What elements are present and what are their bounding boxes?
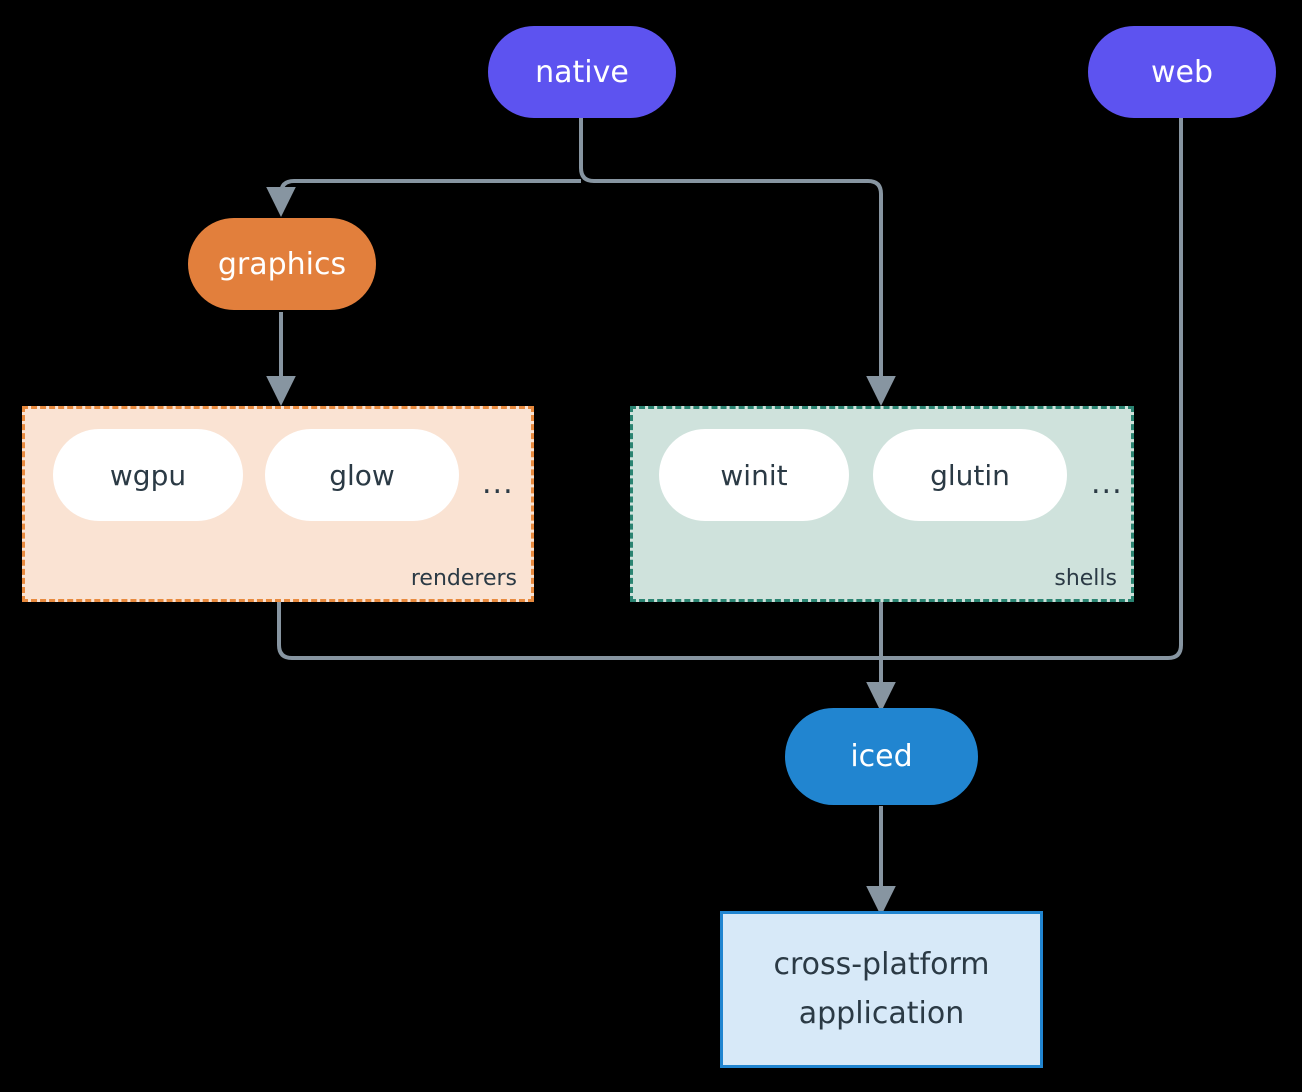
leaf-winit-label: winit (720, 458, 788, 492)
node-iced[interactable]: iced (785, 708, 978, 805)
application-label-line1: cross-platform (773, 946, 990, 982)
node-application[interactable]: cross-platform application (720, 911, 1043, 1068)
node-graphics[interactable]: graphics (188, 218, 376, 310)
node-native[interactable]: native (488, 26, 676, 118)
leaf-glutin-label: glutin (930, 458, 1010, 492)
leaf-glutin[interactable]: glutin (873, 429, 1067, 521)
leaf-glow[interactable]: glow (265, 429, 459, 521)
edge-renderers-to-iced (277, 602, 881, 660)
node-native-label: native (535, 54, 629, 90)
edge-native-bus (579, 118, 896, 406)
leaf-winit[interactable]: winit (659, 429, 849, 521)
renderers-overflow-ellipsis: ... (482, 466, 514, 501)
group-shells-label: shells (1054, 566, 1117, 591)
leaf-wgpu[interactable]: wgpu (53, 429, 243, 521)
leaf-glow-label: glow (329, 458, 395, 492)
application-label-line2: application (798, 995, 965, 1031)
shells-overflow-ellipsis: ... (1091, 466, 1123, 501)
node-iced-label: iced (850, 739, 913, 774)
node-graphics-label: graphics (217, 246, 347, 282)
edge-native-to-graphics (266, 178, 582, 217)
group-renderers-label: renderers (410, 566, 517, 591)
leaf-wgpu-label: wgpu (109, 458, 187, 492)
node-web[interactable]: web (1088, 26, 1276, 118)
group-renderers: wgpu glow ... renderers (22, 406, 534, 602)
node-web-label: web (1150, 54, 1214, 90)
group-shells: winit glutin ... shells (630, 406, 1134, 602)
